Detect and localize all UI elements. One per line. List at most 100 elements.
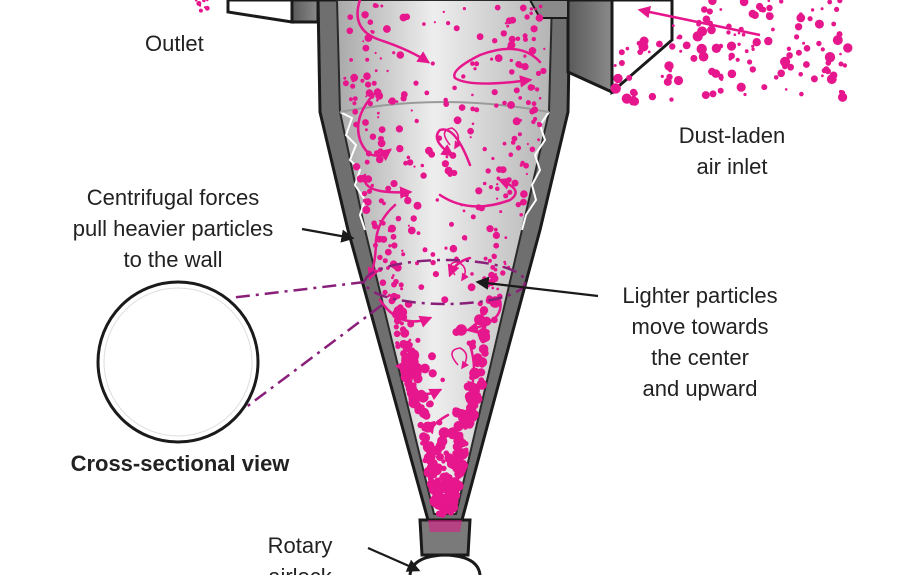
particle bbox=[701, 6, 708, 13]
lighter-pointer bbox=[475, 276, 599, 298]
particle bbox=[342, 80, 349, 87]
particle bbox=[452, 85, 457, 91]
swirl-arrow bbox=[438, 177, 517, 208]
particle bbox=[534, 7, 537, 11]
particle bbox=[636, 40, 642, 46]
particle bbox=[352, 101, 357, 106]
particle bbox=[803, 61, 810, 68]
swirl-arrow bbox=[356, 0, 431, 64]
particle bbox=[843, 43, 853, 53]
particle bbox=[482, 181, 487, 186]
particle bbox=[413, 80, 419, 86]
particle bbox=[376, 99, 379, 102]
particle bbox=[706, 8, 713, 15]
particle bbox=[485, 336, 491, 341]
particle bbox=[473, 67, 477, 71]
outlet-label: Outlet bbox=[145, 28, 204, 59]
airlock-pointer bbox=[367, 546, 421, 572]
particle bbox=[481, 349, 489, 357]
swirl-arrow bbox=[465, 298, 502, 334]
particle bbox=[434, 492, 443, 502]
particle bbox=[457, 464, 466, 472]
particle bbox=[194, 0, 198, 2]
particle bbox=[420, 172, 427, 179]
particle bbox=[442, 10, 445, 14]
particle bbox=[669, 43, 676, 50]
particle bbox=[782, 63, 788, 70]
particle bbox=[388, 224, 396, 233]
particle bbox=[669, 97, 674, 102]
particle bbox=[488, 185, 493, 190]
particle bbox=[462, 209, 466, 213]
particle bbox=[401, 252, 406, 257]
particle bbox=[508, 35, 516, 43]
particle bbox=[391, 281, 397, 288]
particle bbox=[709, 90, 717, 98]
particle bbox=[834, 6, 840, 12]
particle bbox=[421, 439, 428, 447]
particle bbox=[794, 23, 803, 31]
particle bbox=[494, 103, 499, 108]
particle bbox=[470, 272, 474, 276]
particle bbox=[365, 95, 368, 98]
particle bbox=[726, 30, 731, 35]
particle bbox=[484, 329, 490, 335]
particle bbox=[673, 75, 684, 86]
particle bbox=[707, 28, 710, 31]
particle bbox=[515, 145, 522, 151]
particle bbox=[410, 215, 417, 222]
particle bbox=[664, 61, 674, 71]
particle bbox=[364, 159, 370, 165]
particle bbox=[416, 231, 421, 236]
particle bbox=[436, 441, 443, 448]
particle bbox=[461, 74, 466, 79]
particle bbox=[472, 400, 479, 407]
particle bbox=[385, 185, 392, 192]
particle bbox=[491, 89, 498, 96]
particle bbox=[799, 91, 804, 97]
particle bbox=[414, 118, 419, 124]
particle bbox=[747, 59, 753, 65]
particle bbox=[507, 189, 513, 195]
particle bbox=[803, 45, 811, 52]
particle bbox=[395, 294, 401, 299]
particle bbox=[494, 54, 503, 62]
particle bbox=[777, 69, 785, 78]
particle bbox=[618, 60, 625, 66]
inlet-label: Dust-laden air inlet bbox=[652, 120, 812, 182]
particle bbox=[373, 88, 382, 97]
particle bbox=[395, 215, 402, 222]
spiral-arrow bbox=[449, 261, 469, 282]
particle bbox=[413, 165, 416, 168]
swirl-arrow bbox=[367, 203, 397, 281]
particle bbox=[520, 198, 527, 206]
airlock-label: Rotary airlock bbox=[255, 530, 345, 575]
particle bbox=[810, 8, 815, 12]
particle bbox=[406, 155, 411, 160]
particle bbox=[430, 259, 436, 266]
particle bbox=[343, 76, 347, 80]
particle bbox=[404, 196, 412, 205]
particle bbox=[407, 224, 410, 227]
particle bbox=[407, 226, 416, 235]
particle bbox=[798, 72, 803, 77]
particle bbox=[446, 507, 454, 515]
particle bbox=[702, 15, 711, 24]
particle bbox=[663, 77, 672, 86]
particle bbox=[393, 324, 399, 330]
particle bbox=[515, 61, 522, 68]
particle bbox=[677, 34, 683, 40]
swirl-arrows bbox=[356, 0, 542, 435]
particle bbox=[773, 75, 779, 80]
particle bbox=[499, 166, 507, 174]
particle bbox=[538, 4, 543, 9]
particle bbox=[493, 227, 498, 232]
particle bbox=[831, 21, 837, 27]
particle bbox=[648, 92, 657, 101]
particle bbox=[737, 42, 741, 46]
particle bbox=[509, 58, 513, 63]
particle bbox=[719, 8, 723, 11]
particle bbox=[415, 337, 421, 343]
particle bbox=[361, 190, 368, 197]
lighter-label-line: the center bbox=[651, 345, 749, 370]
